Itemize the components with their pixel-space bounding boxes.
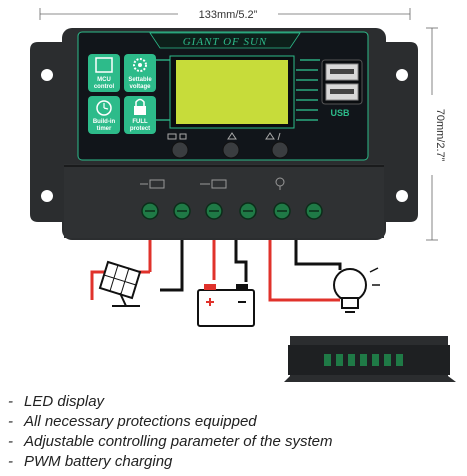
up-button[interactable] <box>222 141 240 159</box>
brand-name: GIANT OF SUN <box>183 36 268 48</box>
height-dimension: 70mm/2.7” <box>425 27 446 241</box>
left-mount-ear <box>30 42 68 222</box>
svg-text:voltage: voltage <box>129 84 151 90</box>
usb-ports: USB <box>321 59 363 118</box>
svg-text:Settable: Settable <box>128 77 152 83</box>
full-protect-icon: FULL protect <box>124 96 156 134</box>
svg-text:Build-in: Build-in <box>93 119 116 125</box>
mount-hole <box>41 69 53 81</box>
svg-text:control: control <box>94 84 115 90</box>
width-dimension: 133mm/5.2” <box>39 5 411 21</box>
width-label: 133mm/5.2” <box>199 9 258 21</box>
light-bulb-icon <box>333 267 380 313</box>
feature-item: -Adjustable controlling parameter of the… <box>8 433 333 450</box>
mount-hole <box>41 190 53 202</box>
feature-item: -All necessary protections equipped <box>8 413 257 430</box>
charge-controller: GIANT OF SUN MCU control Settable voltag… <box>30 28 418 240</box>
usb-label: USB <box>330 108 350 118</box>
terminal-symbols <box>140 177 285 190</box>
screw-terminals <box>141 202 323 220</box>
build-in-timer-icon: Build-in timer <box>88 96 120 134</box>
button-symbols <box>167 132 281 141</box>
solar-panel-icon <box>98 260 142 307</box>
height-label: 70mm/2.7” <box>434 109 446 162</box>
svg-text:timer: timer <box>97 126 112 132</box>
mount-hole <box>396 190 408 202</box>
right-mount-ear <box>380 42 418 222</box>
panel-stripes <box>155 59 320 121</box>
feature-item: -LED display <box>8 393 105 410</box>
lcd-display <box>176 60 288 124</box>
feature-item: -PWM battery charging <box>8 453 173 470</box>
terminal-section <box>64 164 384 238</box>
menu-button[interactable] <box>171 141 189 159</box>
battery-icon <box>197 284 255 327</box>
svg-text:FULL: FULL <box>132 119 148 125</box>
feature-list: -LED display -All necessary protections … <box>8 392 333 472</box>
controller-side-view <box>284 336 456 382</box>
svg-text:MCU: MCU <box>97 77 111 83</box>
mcu-control-icon: MCU control <box>88 54 120 92</box>
mount-hole <box>396 69 408 81</box>
settable-voltage-icon: Settable voltage <box>124 54 156 92</box>
down-button[interactable] <box>271 141 289 159</box>
svg-text:protect: protect <box>130 126 150 132</box>
